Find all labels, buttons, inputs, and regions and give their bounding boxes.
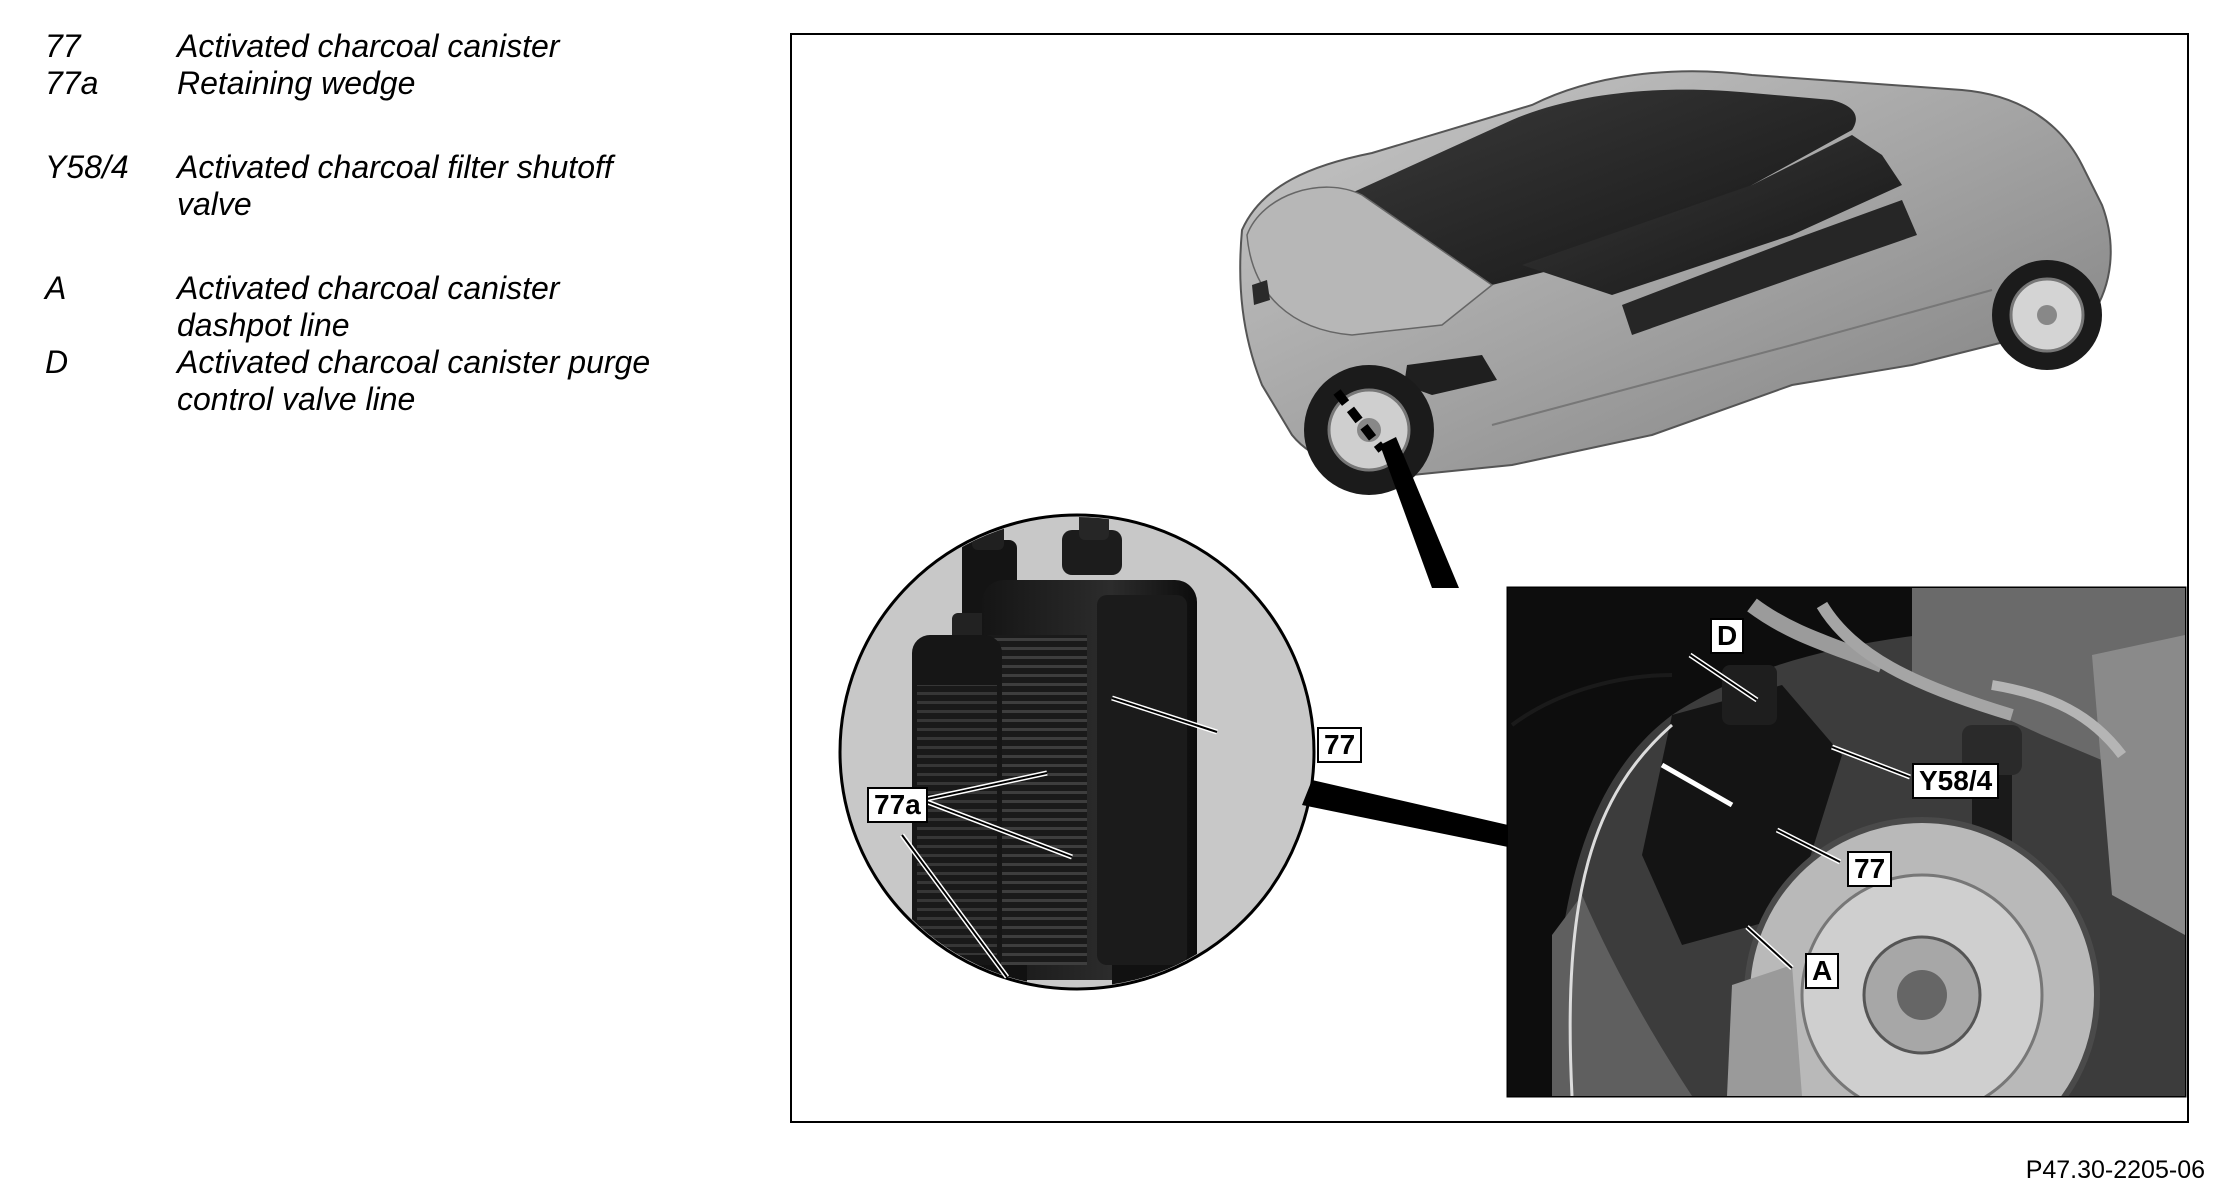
figure-frame: 77 77a D Y58/4 77 A <box>790 33 2189 1123</box>
legend-code: A <box>45 270 67 306</box>
callout-y58-4-inset: Y58/4 <box>1912 763 2000 799</box>
legend-text: Activated charcoal canister purge contro… <box>177 344 651 417</box>
legend: 77 Activated charcoal canister 77a Retai… <box>45 28 745 418</box>
callout-d-inset: D <box>1710 618 1745 654</box>
figure-reference-number: P47.30-2205-06 <box>2025 1156 2205 1184</box>
callout-a-inset: A <box>1805 953 1840 989</box>
wheel-arch-inset <box>1506 586 2187 1098</box>
callout-77-inset: 77 <box>1847 851 1893 887</box>
pointer-wedge <box>1380 437 1459 588</box>
legend-text: Activated charcoal canister <box>177 28 560 64</box>
legend-item-77: 77 Activated charcoal canister <box>45 28 745 65</box>
legend-item-y58-4: Y58/4 Activated charcoal filter shutoff … <box>45 149 745 223</box>
legend-code: Y58/4 <box>45 149 129 185</box>
callout-77a-detail: 77a <box>867 787 928 823</box>
legend-code: D <box>45 344 69 380</box>
canister-detail <box>838 513 1316 991</box>
legend-item-77a: 77a Retaining wedge <box>45 65 745 102</box>
figure-illustration <box>838 70 2187 1098</box>
legend-item-d: D Activated charcoal canister purge cont… <box>45 344 745 418</box>
legend-text: Retaining wedge <box>177 65 416 101</box>
legend-item-a: A Activated charcoal canister dashpot li… <box>45 270 745 344</box>
legend-code: 77a <box>45 65 99 101</box>
legend-text: Activated charcoal canister dashpot line <box>177 270 560 343</box>
pointer-dashed <box>1333 389 1386 453</box>
legend-text: Activated charcoal filter shutoff valve <box>177 149 613 222</box>
vehicle-illustration <box>1239 70 2112 495</box>
legend-code: 77 <box>45 28 81 64</box>
callout-77-detail: 77 <box>1317 727 1363 763</box>
detail-connector <box>1302 780 1508 847</box>
